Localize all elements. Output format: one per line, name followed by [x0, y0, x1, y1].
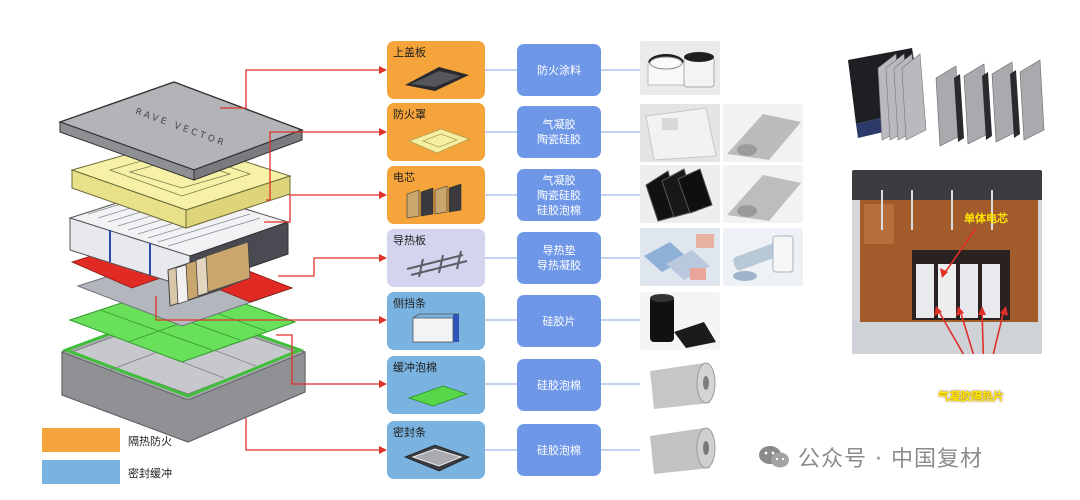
component-side-strip: 侧挡条 — [387, 292, 485, 350]
material-label: 导热垫 — [542, 244, 576, 257]
photo-aerogel-sheet — [640, 104, 720, 162]
fire-cover-layer — [70, 139, 292, 229]
component-label: 上盖板 — [393, 46, 426, 59]
photo-silicone-foam-roll — [640, 357, 720, 413]
photo-real-module: 单体电芯 — [852, 170, 1042, 354]
fire-cover-thumbnail — [407, 128, 471, 154]
material-label: 防火涂料 — [537, 63, 581, 77]
material-box-side-strip: 硅胶片 — [517, 295, 601, 347]
watermark: 公众号 · 中国复材 — [758, 441, 983, 473]
material-box-fire-cover: 气凝胶 陶瓷硅胶 — [517, 106, 601, 158]
connector-lines — [485, 69, 640, 451]
photo-fireproof-coating — [640, 41, 720, 95]
top-lid: RAVE VECTOR — [57, 81, 305, 181]
annotation-cell: 单体电芯 — [964, 211, 1008, 225]
material-label: 导热凝胶 — [537, 259, 581, 272]
material-label: 气凝胶 — [542, 118, 576, 131]
photo-thermal-gel — [723, 228, 803, 286]
side-strip-thumbnail — [412, 313, 459, 343]
material-box-thermal-plate: 导热垫 导热凝胶 — [517, 232, 601, 284]
component-fire-cover: 防火罩 — [387, 103, 485, 161]
component-battery-cell: 电芯 — [387, 166, 485, 224]
pointer-arrows — [155, 69, 380, 451]
photo-silicone-foam-roll — [640, 422, 720, 478]
legend-label: 密封缓冲 — [128, 467, 172, 480]
component-thermal-plate: 导热板 — [387, 229, 485, 287]
material-label: 陶瓷硅胶 — [537, 188, 581, 202]
material-label: 硅胶泡棉 — [537, 443, 581, 457]
photo-ceramic-silicone-roll — [723, 104, 803, 162]
wechat-icon — [759, 446, 789, 468]
photo-silicone-sheet — [640, 292, 720, 350]
component-label: 侧挡条 — [393, 297, 426, 310]
component-label: 密封条 — [393, 426, 426, 439]
thermal-plate-thumbnail — [406, 250, 468, 278]
seal-strip-thumbnail — [403, 444, 471, 472]
material-label: 气凝胶 — [542, 173, 576, 187]
material-label: 陶瓷硅胶 — [537, 133, 581, 146]
component-label: 导热板 — [393, 234, 426, 247]
material-box-battery-cell: 气凝胶 陶瓷硅胶 硅胶泡棉 — [517, 169, 601, 221]
material-box-buffer-foam: 硅胶泡棉 — [517, 359, 601, 411]
legend-label: 隔热防火 — [128, 435, 172, 448]
material-label: 硅胶片 — [542, 314, 576, 328]
buffer-foam-thumbnail — [407, 385, 469, 407]
photo-silicone-foam-roll — [723, 165, 803, 223]
photo-thermal-pads — [640, 228, 720, 286]
watermark-text: 公众号 · 中国复材 — [798, 447, 983, 472]
legend-swatch-blue — [42, 460, 120, 484]
material-label: 硅胶泡棉 — [537, 203, 581, 217]
pointer-arrowheads — [379, 66, 387, 454]
component-label: 缓冲泡棉 — [393, 361, 437, 374]
material-box-seal-strip: 硅胶泡棉 — [517, 424, 601, 476]
battery-cell-thumbnail — [406, 184, 462, 218]
component-seal-strip: 密封条 — [387, 421, 485, 479]
material-label: 硅胶泡棉 — [537, 378, 581, 392]
component-label: 电芯 — [393, 171, 415, 184]
annotation-aerogel: 气凝胶隔热片 — [938, 390, 1004, 403]
legend-swatch-orange — [42, 428, 120, 452]
component-top-cover: 上盖板 — [387, 41, 485, 99]
component-label: 防火罩 — [393, 108, 426, 121]
material-box-top-cover: 防火涂料 — [517, 44, 601, 96]
photo-module-with-aerogel-sheets — [840, 38, 1058, 156]
top-cover-thumbnail — [405, 67, 469, 91]
photo-black-sheets — [640, 165, 720, 223]
component-buffer-foam: 缓冲泡棉 — [387, 356, 485, 414]
